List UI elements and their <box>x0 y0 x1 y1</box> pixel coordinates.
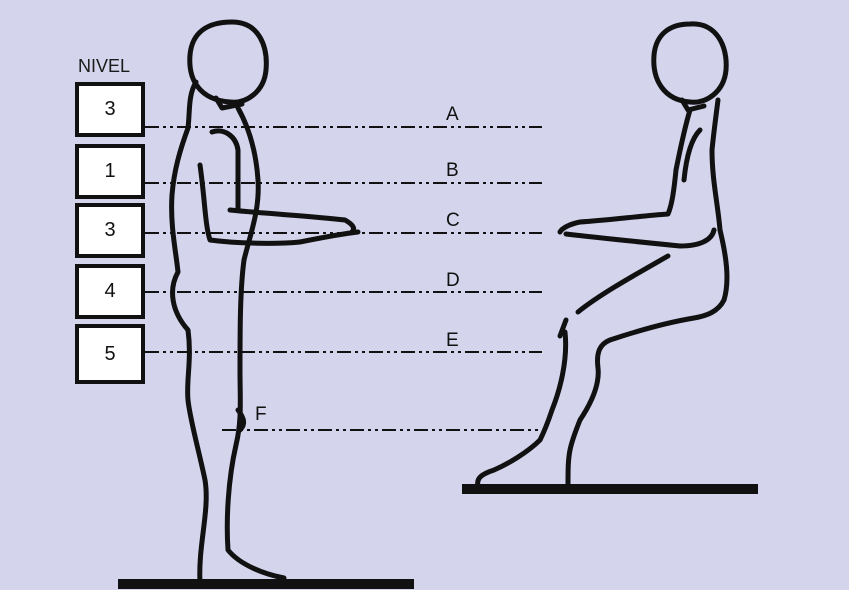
line-label-b: B <box>446 160 459 182</box>
line-label-e: E <box>446 330 459 352</box>
line-label-f: F <box>255 404 267 426</box>
nivel-box-1: 3 <box>75 82 145 137</box>
nivel-title: NIVEL <box>78 56 130 77</box>
standing-figure <box>172 22 358 582</box>
standing-floor <box>118 579 414 589</box>
seated-figure <box>478 24 727 486</box>
nivel-box-5: 5 <box>75 324 145 384</box>
line-label-c: C <box>446 210 460 232</box>
nivel-box-4: 4 <box>75 264 145 319</box>
line-label-d: D <box>446 270 460 292</box>
nivel-box-3: 3 <box>75 203 145 258</box>
line-label-a: A <box>446 104 459 126</box>
nivel-box-2: 1 <box>75 144 145 199</box>
seated-floor <box>462 484 758 494</box>
